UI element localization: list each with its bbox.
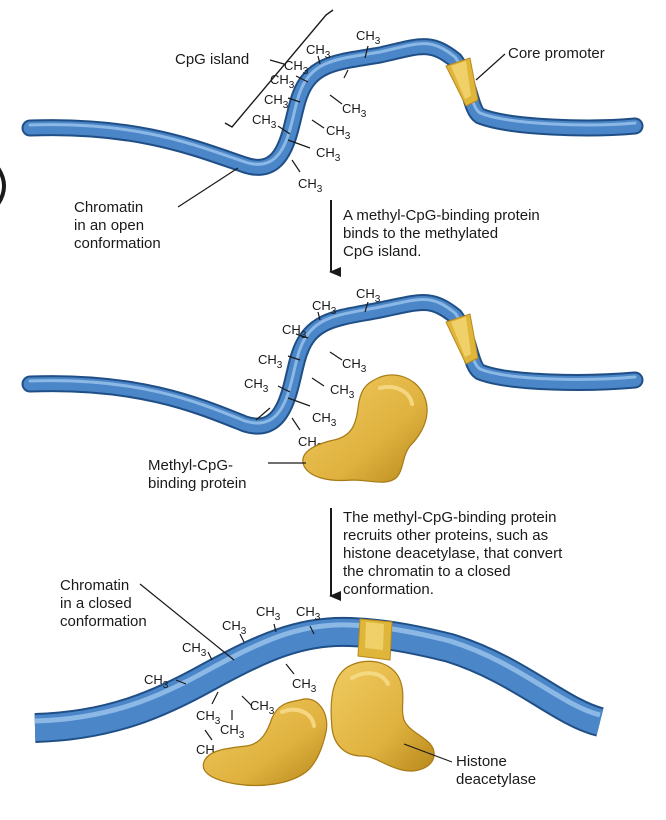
panel-letter-fragment bbox=[0, 167, 6, 205]
core-promoter-label: Core promoter bbox=[508, 45, 605, 62]
methyl-group: CH3 bbox=[312, 410, 337, 429]
methyl-group: CH3 bbox=[330, 382, 355, 401]
dna-strand bbox=[23, 296, 642, 433]
methyl-group: CH3 bbox=[282, 322, 307, 341]
methyl-group: CH3 bbox=[296, 604, 321, 623]
methyl-group: CH3 bbox=[264, 92, 289, 111]
methyl-cpg-binding-protein bbox=[202, 698, 328, 787]
panel-b: CH3 CH3 CH3 CH3 CH3 CH3 CH3 CH3 CH3 Meth… bbox=[21, 286, 644, 492]
methyl-groups-b: CH3 CH3 CH3 CH3 CH3 CH3 CH3 CH3 CH3 bbox=[244, 286, 381, 453]
methyl-group: CH3 bbox=[356, 286, 381, 305]
methyl-group: CH3 bbox=[250, 698, 275, 717]
methyl-group: CH3 bbox=[306, 42, 331, 61]
methyl-group: CH3 bbox=[342, 356, 367, 375]
methyl-groups-a: CH3 CH3 CH3 CH3 CH3 CH3 CH3 CH3 CH3 CH3 bbox=[252, 28, 381, 195]
cpg-island-label: CpG island bbox=[175, 51, 249, 68]
methyl-group: CH3 bbox=[196, 708, 221, 727]
methyl-group: CH3 bbox=[220, 722, 245, 741]
closed-chromatin-label: Chromatin in a closed conformation bbox=[60, 577, 147, 630]
methyl-group: CH3 bbox=[270, 72, 295, 91]
methyl-group: CH3 bbox=[222, 618, 247, 637]
step-1-caption: A methyl-CpG-binding protein binds to th… bbox=[343, 207, 544, 260]
methyl-group: CH3 bbox=[244, 376, 269, 395]
panel-c: CH3 CH3 CH3 CH3 CH3 CH3 CH3 CH3 CH3 CH3 bbox=[34, 577, 605, 788]
methyl-group: CH3 bbox=[326, 123, 351, 142]
methyl-group: CH3 bbox=[182, 640, 207, 659]
cpg-island-bracket bbox=[224, 9, 334, 128]
dna-strand bbox=[34, 618, 604, 741]
methyl-group: CH3 bbox=[316, 145, 341, 164]
methyl-group: CH3 bbox=[356, 28, 381, 47]
open-chromatin-label: Chromatin in an open conformation bbox=[74, 199, 161, 252]
methyl-group: CH3 bbox=[284, 58, 309, 77]
methyl-group: CH3 bbox=[258, 352, 283, 371]
methyl-group: CH3 bbox=[144, 672, 169, 691]
binding-protein-label: Methyl-CpG- binding protein bbox=[148, 457, 246, 492]
methyl-group: CH3 bbox=[292, 676, 317, 695]
methyl-groups-c: CH3 CH3 CH3 CH3 CH3 CH3 CH3 CH3 CH3 CH3 bbox=[144, 604, 321, 761]
dna-strand bbox=[23, 40, 642, 174]
panel-a: CH3 CH3 CH3 CH3 CH3 CH3 CH3 CH3 CH3 CH3 … bbox=[21, 9, 644, 252]
methyl-cpg-binding-protein bbox=[302, 374, 428, 483]
dna-highlight bbox=[28, 42, 637, 166]
methyl-group: CH3 bbox=[342, 101, 367, 120]
histone-deacetylase-label: Histone deacetylase bbox=[456, 753, 536, 788]
methyl-group: CH3 bbox=[298, 176, 323, 195]
methyl-group: CH3 bbox=[256, 604, 281, 623]
step-2-caption: The methyl-CpG-binding protein recruits … bbox=[343, 509, 566, 598]
methyl-group: CH3 bbox=[252, 112, 277, 131]
histone-deacetylase bbox=[330, 660, 435, 772]
methyl-group: CH3 bbox=[312, 298, 337, 317]
